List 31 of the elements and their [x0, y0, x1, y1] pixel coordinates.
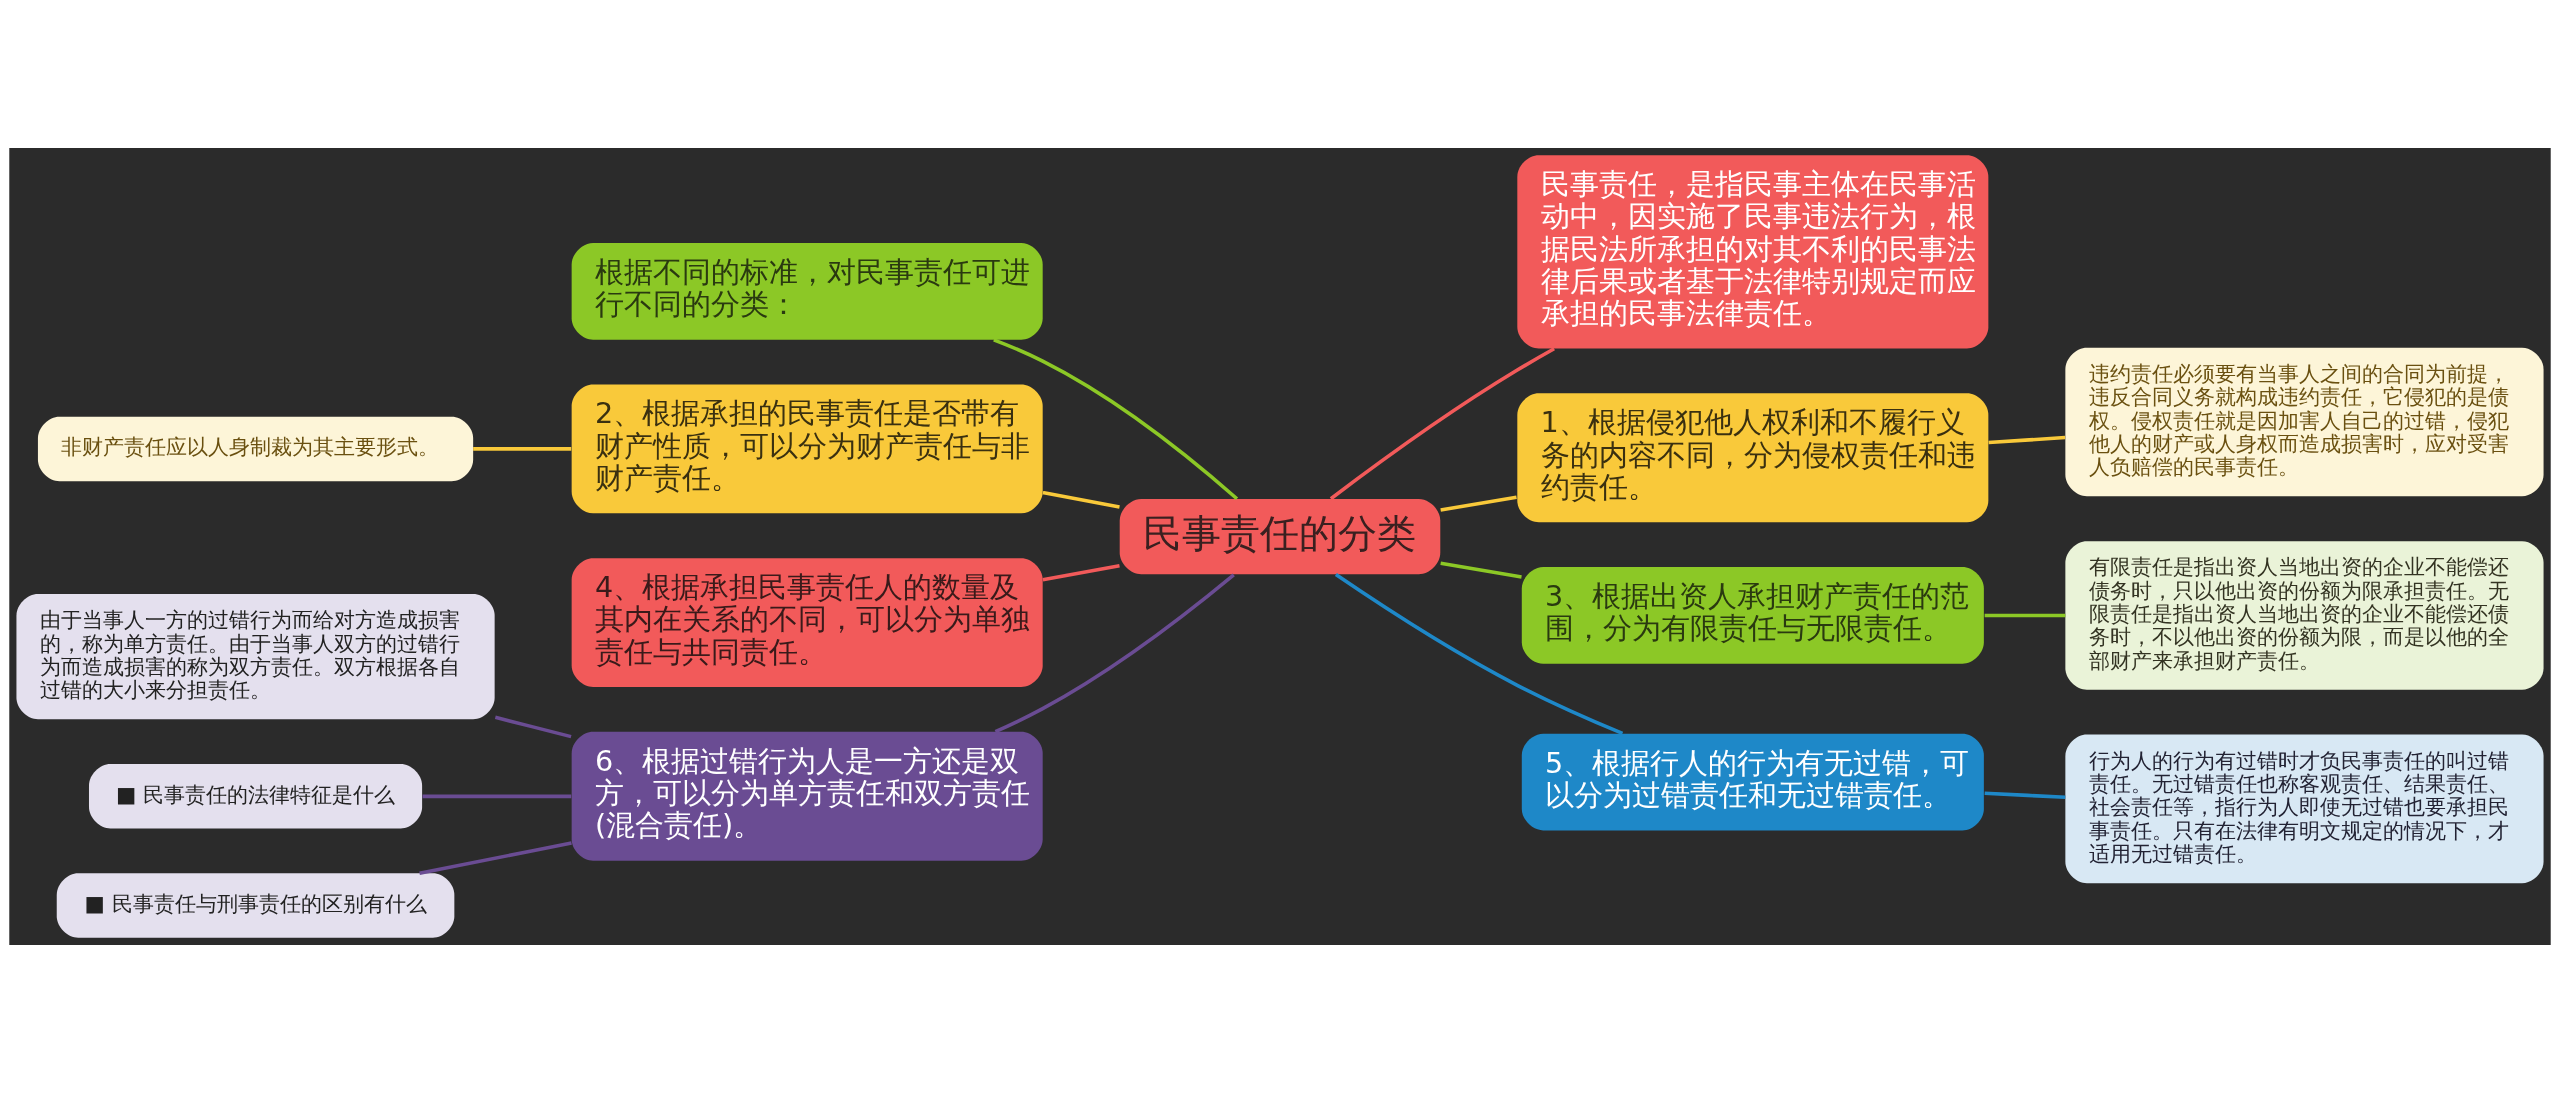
node-box: 有限责任是指出资人当地出资的企业不能偿还债务时，只以他出资的份额为限承担责任。无限责任是指出资人当地出资的企业不能偿还债务时，不以他出资的份额为限，而是以他的全部财产来承担财产责任。 — [2065, 541, 2544, 690]
node-box: 根据不同的标准，对民事责任可进行不同的分类： — [571, 242, 1043, 340]
connector — [1042, 563, 1120, 582]
node-box: 5、根据行人的行为有无过错，可以分为过错责任和无过错责任。 — [1521, 733, 1984, 831]
connector — [1988, 435, 2066, 445]
connector — [1440, 561, 1522, 579]
connector — [473, 447, 572, 451]
connector — [1042, 490, 1120, 509]
node-box: ■ 民事责任与刑事责任的区别有什么 — [56, 873, 455, 938]
node-box: 3、根据出资人承担财产责任的范围，分为有限责任与无限责任。 — [1521, 567, 1984, 664]
connector — [1984, 613, 2066, 618]
connector — [994, 573, 1235, 734]
connector — [419, 841, 572, 876]
connector — [1440, 495, 1517, 512]
connector — [1329, 347, 1555, 501]
node-box: 2、根据承担的民事责任是否带有财产性质，可以分为财产责任与非财产责任。 — [571, 384, 1043, 514]
connector — [1334, 573, 1624, 736]
node-box: 行为人的行为有过错时才负民事责任的叫过错责任。无过错责任也称客观责任、结果责任、社会责任等，指行为人即使无过错也要承担民事责任。只有在法律有明文规定的情况下，才适用无过错责任。 — [2065, 734, 2544, 884]
connector — [422, 794, 572, 799]
node-box: 6、根据过错行为人是一方还是双方，可以分为单方责任和双方责任(混合责任)。 — [571, 731, 1043, 861]
connector — [494, 715, 572, 739]
node-box: 由于当事人一方的过错行为而给对方造成损害的，称为单方责任。由于当事人双方的过错行为而造成损害的称为双方责任。双方根据各自过错的大小来分担责任。 — [16, 593, 495, 720]
node-box: 4、根据承担民事责任人的数量及其内在关系的不同，可以分为单独责任与共同责任。 — [571, 558, 1043, 688]
node-box: 民事责任，是指民事主体在民事活动中，因实施了民事违法行为，根据民法所承担的对其不利的民事法律后果或者基于法律特别规定而应承担的民事法律责任。 — [1517, 155, 1989, 349]
node-box: 1、根据侵犯他人权利和不履行义务的内容不同，分为侵权责任和违约责任。 — [1517, 393, 1989, 523]
connector — [993, 338, 1239, 501]
node-box: 民事责任的分类 — [1119, 499, 1441, 575]
node-box: 违约责任必须要有当事人之间的合同为前提，违反合同义务就构成违约责任，它侵犯的是债权。侵权责任就是因加害人自己的过错，侵犯他人的财产或人身权而造成损害时，应对受害人负赔偿的民事责任。 — [2065, 347, 2544, 497]
connector — [1984, 791, 2066, 800]
node-box: 非财产责任应以人身制裁为其主要形式。 — [37, 416, 474, 482]
node-box: ■ 民事责任的法律特征是什么 — [89, 764, 423, 829]
